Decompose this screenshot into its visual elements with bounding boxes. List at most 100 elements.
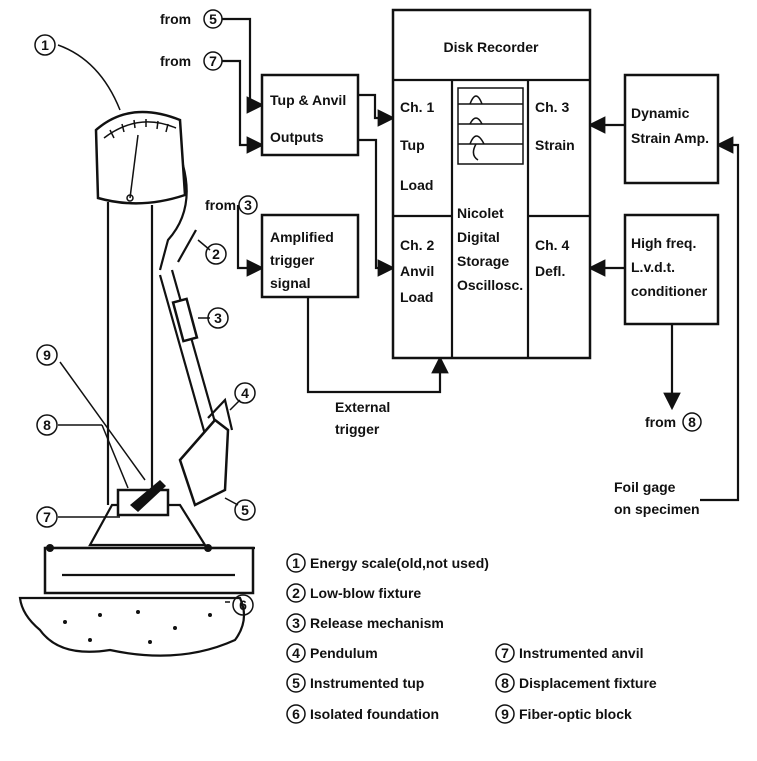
signal-wires	[222, 17, 740, 502]
part-callouts: 1 2 3 4 5 6 7 8 9	[34, 34, 256, 616]
callout-7: 7	[36, 506, 58, 528]
svg-text:3: 3	[292, 615, 300, 631]
callout-4: 4	[234, 382, 256, 404]
legend-item-7: 7 Instrumented anvil	[495, 643, 643, 663]
energy-scale-dial	[94, 110, 187, 205]
svg-text:from: from	[205, 197, 236, 213]
svg-text:from: from	[645, 414, 676, 430]
svg-text:7: 7	[43, 509, 51, 525]
svg-text:from: from	[160, 53, 191, 69]
svg-text:3: 3	[214, 310, 222, 326]
pendulum-striker	[178, 418, 230, 507]
source-labels: from 5 from 7 from 3 from 8	[160, 9, 702, 432]
svg-text:High freq.: High freq.	[631, 235, 696, 251]
svg-text:Load: Load	[400, 177, 433, 193]
release-mechanism	[171, 297, 199, 343]
svg-text:Load: Load	[400, 289, 433, 305]
channel-3: Ch. 3 Strain	[535, 99, 575, 153]
svg-text:2: 2	[212, 246, 220, 262]
legend-item-9: 9 Fiber-optic block	[495, 704, 632, 724]
svg-text:Release mechanism: Release mechanism	[310, 615, 444, 631]
svg-text:Instrumented anvil: Instrumented anvil	[519, 645, 643, 661]
svg-text:signal: signal	[270, 275, 310, 291]
svg-text:Ch. 4: Ch. 4	[535, 237, 569, 253]
svg-text:Tup & Anvil: Tup & Anvil	[270, 92, 346, 108]
svg-text:Outputs: Outputs	[270, 129, 324, 145]
svg-text:L.v.d.t.: L.v.d.t.	[631, 259, 675, 275]
svg-text:Pendulum: Pendulum	[310, 645, 378, 661]
svg-text:Ch. 2: Ch. 2	[400, 237, 434, 253]
lvdt-conditioner-block: High freq. L.v.d.t. conditioner	[623, 213, 720, 326]
svg-text:2: 2	[292, 585, 300, 601]
dynamic-strain-amp-block: Dynamic Strain Amp.	[623, 73, 720, 185]
tup-anvil-outputs-block: Tup & Anvil Outputs	[260, 73, 360, 157]
svg-text:9: 9	[501, 706, 509, 722]
svg-text:Displacement fixture: Displacement fixture	[519, 675, 657, 691]
svg-text:Ch. 1: Ch. 1	[400, 99, 434, 115]
svg-text:Strain Amp.: Strain Amp.	[631, 130, 709, 146]
legend-item-6: 6 Isolated foundation	[286, 704, 439, 724]
disk-recorder-title: Disk Recorder	[444, 39, 539, 55]
svg-text:Tup: Tup	[400, 137, 425, 153]
legend-item-8: 8 Displacement fixture	[495, 673, 657, 693]
foil-gage-label: Foil gage on specimen	[614, 479, 700, 517]
isolated-foundation	[18, 596, 246, 657]
svg-text:Strain: Strain	[535, 137, 575, 153]
svg-text:trigger: trigger	[270, 252, 315, 268]
svg-text:Oscillosc.: Oscillosc.	[457, 277, 523, 293]
svg-text:on specimen: on specimen	[614, 501, 700, 517]
svg-text:Storage: Storage	[457, 253, 509, 269]
legend-item-4: 4 Pendulum	[286, 643, 378, 663]
scale-arc	[103, 121, 177, 139]
svg-text:Energy scale(old,not used): Energy scale(old,not used)	[310, 555, 489, 571]
svg-text:5: 5	[209, 11, 217, 27]
svg-text:Isolated foundation: Isolated foundation	[310, 706, 439, 722]
svg-text:1: 1	[41, 37, 49, 53]
svg-text:Dynamic: Dynamic	[631, 105, 690, 121]
machine-base	[43, 546, 255, 595]
impact-machine-drawing	[18, 44, 255, 657]
svg-text:Instrumented tup: Instrumented tup	[310, 675, 424, 691]
callout-3: 3	[207, 307, 229, 329]
svg-text:6: 6	[292, 706, 300, 722]
svg-text:from: from	[160, 11, 191, 27]
svg-text:7: 7	[501, 645, 509, 661]
dial-needle	[129, 134, 139, 199]
svg-text:Foil gage: Foil gage	[614, 479, 676, 495]
svg-text:7: 7	[209, 53, 217, 69]
oscilloscope-label: Nicolet Digital Storage Oscillosc.	[457, 205, 523, 293]
svg-text:Low-blow fixture: Low-blow fixture	[310, 585, 421, 601]
callout-5: 5	[234, 499, 256, 521]
svg-text:8: 8	[688, 414, 696, 430]
callout-6: 6	[232, 594, 254, 616]
svg-text:5: 5	[292, 675, 300, 691]
svg-text:Anvil: Anvil	[400, 263, 434, 279]
svg-text:Ch. 3: Ch. 3	[535, 99, 569, 115]
svg-text:Defl.: Defl.	[535, 263, 565, 279]
callout-2: 2	[205, 243, 227, 265]
callout-1: 1	[34, 34, 56, 56]
svg-text:6: 6	[239, 597, 247, 613]
svg-text:conditioner: conditioner	[631, 283, 708, 299]
svg-text:8: 8	[501, 675, 509, 691]
legend-item-2: 2 Low-blow fixture	[286, 583, 421, 603]
svg-text:trigger: trigger	[335, 421, 380, 437]
anvil-block	[116, 488, 170, 517]
callout-8: 8	[36, 414, 58, 436]
svg-text:4: 4	[292, 645, 300, 661]
svg-text:3: 3	[244, 197, 252, 213]
legend-item-5: 5 Instrumented tup	[286, 673, 424, 693]
svg-text:Fiber-optic block: Fiber-optic block	[519, 706, 632, 722]
external-trigger-label: External trigger	[335, 399, 390, 437]
callout-9: 9	[36, 344, 58, 366]
legend-item-3: 3 Release mechanism	[286, 613, 444, 633]
svg-text:8: 8	[43, 417, 51, 433]
amplified-trigger-block: Amplified trigger signal	[260, 213, 360, 299]
svg-text:9: 9	[43, 347, 51, 363]
